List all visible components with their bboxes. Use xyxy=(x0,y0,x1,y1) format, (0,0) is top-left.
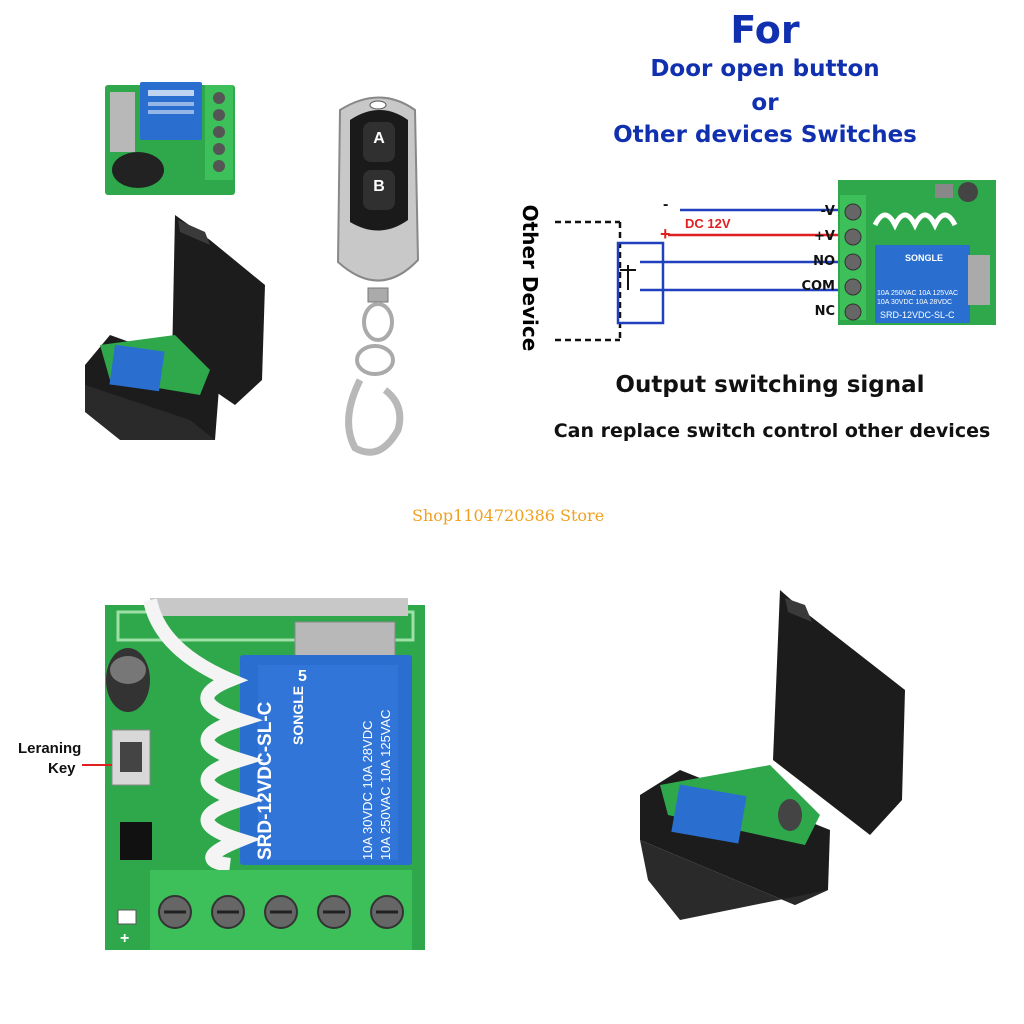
terminal-nc: NC xyxy=(814,304,835,319)
caption-main: Output switching signal xyxy=(615,372,925,398)
diagram-relay-rating1: 10A 250VAC 10A 125VAC xyxy=(877,290,959,297)
diagram-relay-rating2: 10A 30VDC 10A 28VDC xyxy=(877,299,953,306)
header-door-open: Door open button xyxy=(650,56,880,82)
terminal-com: COM xyxy=(801,279,835,294)
terminal-no: NO xyxy=(813,254,835,269)
cased-module-small xyxy=(85,215,265,440)
diagram-relay-model: SRD-12VDC-SL-C xyxy=(880,310,955,320)
header-other-switches: Other devices Switches xyxy=(613,122,917,148)
polarity-plus: + xyxy=(660,224,671,244)
other-device-label: Other Device xyxy=(518,204,542,352)
polarity-minus: - xyxy=(663,196,669,213)
closeup-pcb xyxy=(82,598,425,950)
closeup-relay-model: SRD-12VDC-SL-C xyxy=(255,701,276,860)
store-watermark: Shop1104720386 Store xyxy=(412,506,605,525)
remote-button-a: A xyxy=(373,130,385,147)
cased-module-large xyxy=(640,590,905,920)
closeup-relay-rating1: 10A 250VAC 10A 125VAC xyxy=(378,709,393,860)
remote-button-b: B xyxy=(373,178,385,195)
learning-key-label-line1: Leraning xyxy=(18,740,82,757)
terminal-minus-v: -V xyxy=(820,204,835,219)
diagram-relay-brand: SONGLE xyxy=(905,253,944,263)
wiring-diagram xyxy=(555,180,996,342)
closeup-relay-mark: 5 xyxy=(298,668,307,685)
closeup-relay-brand: SONGLE xyxy=(290,685,306,745)
dc-12v-label: DC 12V xyxy=(685,216,731,231)
closeup-relay-rating2: 10A 30VDC 10A 28VDC xyxy=(360,720,375,860)
caption-sub: Can replace switch control other devices xyxy=(553,420,991,442)
remote-fob-body xyxy=(336,96,420,456)
header-or: or xyxy=(751,90,779,116)
header-for: For xyxy=(730,8,800,52)
terminal-plus-v: +V xyxy=(814,229,835,244)
small-receiver-module xyxy=(105,82,235,195)
closeup-plus-mark: + xyxy=(120,930,130,947)
learning-key-label-line2: Key xyxy=(48,760,76,777)
